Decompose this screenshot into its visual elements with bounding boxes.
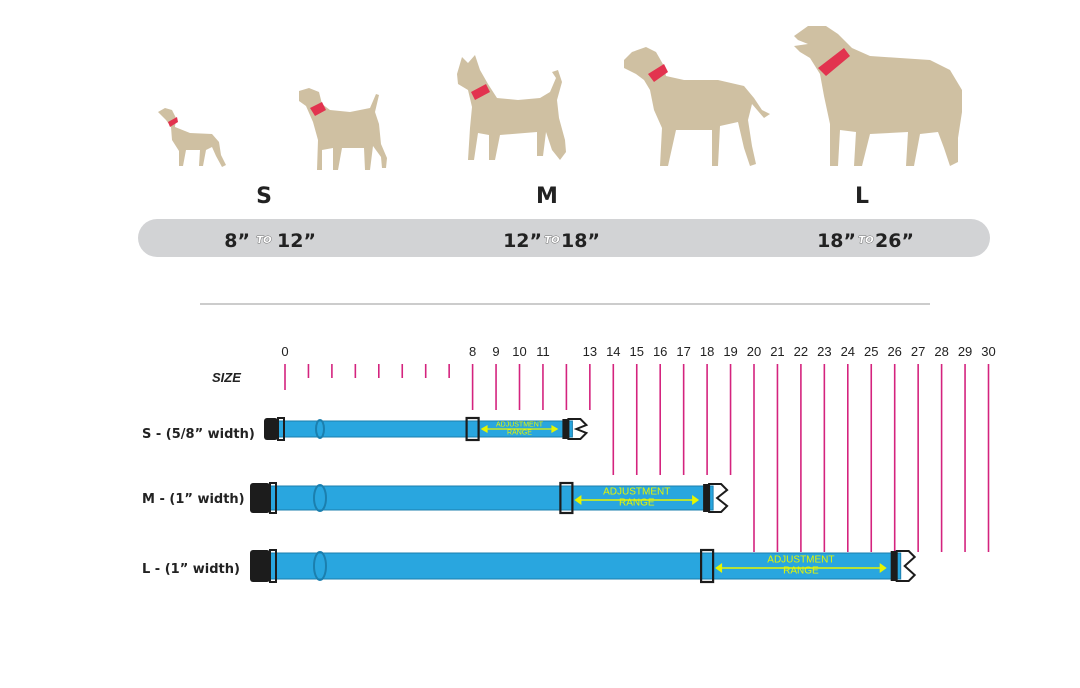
adjustment-label: ADJUSTMENT bbox=[496, 422, 544, 429]
d-ring bbox=[315, 419, 325, 439]
adjust-arrow-left bbox=[574, 495, 582, 505]
size-letter-l: L bbox=[855, 184, 869, 209]
ruler-tick-label: 27 bbox=[911, 344, 925, 359]
ruler-tick-label: 0 bbox=[281, 344, 288, 359]
range-label: RANGE bbox=[507, 429, 532, 436]
range-l-from: 18” bbox=[817, 230, 856, 252]
ruler-tick-label: 22 bbox=[794, 344, 808, 359]
size-ruler: 0 8 9 10 11 13 14 15 16 17 18 19 20 21 22 23 24 25 26 27 28 2… bbox=[281, 344, 996, 552]
range-l-to: 26” bbox=[875, 230, 914, 252]
buckle-female bbox=[264, 418, 278, 440]
range-m-to-word: TO bbox=[544, 235, 560, 246]
buckle-male bbox=[708, 483, 729, 513]
adjust-arrow-right bbox=[692, 495, 700, 505]
collar-m-label: M - (1” width) bbox=[142, 492, 245, 507]
ruler-size-label: SIZE bbox=[212, 370, 241, 385]
ruler-tick-label: 21 bbox=[770, 344, 784, 359]
terrier-silhouette bbox=[299, 88, 387, 170]
ruler-tick-label: 14 bbox=[606, 344, 620, 359]
dog-silhouettes bbox=[158, 26, 962, 170]
buckle-female bbox=[250, 550, 270, 582]
range-l-to-word: TO bbox=[858, 235, 874, 246]
adjust-slider bbox=[559, 481, 574, 515]
basenji-silhouette bbox=[457, 55, 566, 160]
range-m-from: 12” bbox=[503, 230, 542, 252]
hound-silhouette bbox=[624, 47, 770, 166]
adjustment-label: ADJUSTMENT bbox=[603, 487, 670, 498]
buckle-male-base bbox=[562, 419, 569, 439]
ruler-tick-label: 26 bbox=[887, 344, 901, 359]
d-ring bbox=[313, 551, 327, 581]
size-letter-m: M bbox=[536, 184, 558, 209]
range-m-to: 18” bbox=[561, 230, 600, 252]
adjust-arrow-left bbox=[715, 563, 723, 573]
adjust-slider bbox=[699, 548, 715, 584]
shepherd-silhouette bbox=[794, 26, 962, 166]
d-ring bbox=[313, 484, 327, 512]
ruler-tick-label: 13 bbox=[583, 344, 597, 359]
collar-l-label: L - (1” width) bbox=[142, 562, 240, 577]
range-label: RANGE bbox=[783, 566, 819, 577]
ruler-tick-label: 11 bbox=[536, 344, 550, 359]
range-s-from: 8” bbox=[224, 230, 250, 252]
buckle-collar bbox=[269, 549, 277, 583]
ruler-tick-label: 23 bbox=[817, 344, 831, 359]
neck-range-bar bbox=[138, 219, 990, 257]
adjustment-label: ADJUSTMENT bbox=[767, 555, 834, 566]
adjust-arrow-left bbox=[480, 425, 488, 433]
size-letter-s: S bbox=[256, 184, 272, 209]
adjust-arrow-right bbox=[551, 425, 559, 433]
range-s-to-word: TO bbox=[256, 235, 272, 246]
ruler-tick-label: 16 bbox=[653, 344, 667, 359]
ruler-tick-label: 29 bbox=[958, 344, 972, 359]
buckle-male-base bbox=[890, 551, 897, 581]
ruler-tick-label: 18 bbox=[700, 344, 714, 359]
buckle-male bbox=[895, 550, 917, 582]
ruler-tick-label: 8 bbox=[469, 344, 476, 359]
range-label: RANGE bbox=[619, 498, 655, 509]
collars: ADJUSTMENTRANGEADJUSTMENTRANGEADJUSTMENT… bbox=[250, 416, 917, 584]
collar-strap bbox=[269, 485, 714, 511]
adjust-slider bbox=[465, 416, 480, 442]
ruler-tick-label: 15 bbox=[630, 344, 644, 359]
buckle-collar bbox=[277, 417, 285, 441]
buckle-female bbox=[250, 483, 270, 513]
buckle-male bbox=[567, 418, 589, 440]
range-s-to: 12” bbox=[277, 230, 316, 252]
ruler-tick-label: 25 bbox=[864, 344, 878, 359]
ruler-tick-label: 24 bbox=[841, 344, 855, 359]
ruler-tick-label: 28 bbox=[934, 344, 948, 359]
ruler-tick-label: 30 bbox=[981, 344, 995, 359]
buckle-collar bbox=[269, 482, 277, 514]
ruler-tick-label: 10 bbox=[512, 344, 526, 359]
collar-strap bbox=[269, 552, 902, 580]
ruler-tick-label: 17 bbox=[676, 344, 690, 359]
toy-dog-silhouette bbox=[158, 108, 226, 167]
adjust-arrow-right bbox=[879, 563, 887, 573]
ruler-tick-label: 19 bbox=[723, 344, 737, 359]
buckle-male-base bbox=[703, 484, 710, 512]
ruler-tick-label: 9 bbox=[492, 344, 499, 359]
ruler-tick-label: 20 bbox=[747, 344, 761, 359]
collar-s-label: S - (5/8” width) bbox=[142, 427, 255, 442]
